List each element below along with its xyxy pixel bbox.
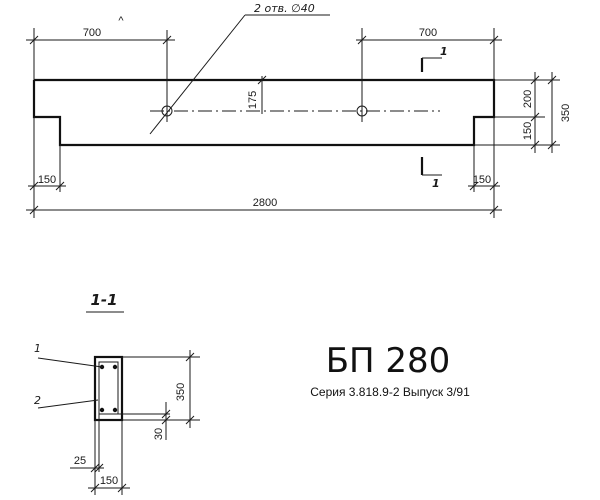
rebar-top-right [112, 364, 118, 370]
dim-tick [117, 483, 127, 493]
section-title: 1-1 [90, 291, 117, 309]
dim-left-offset: 700 [83, 27, 101, 39]
section-outline [93, 355, 124, 422]
title-block: БП 280 Серия 3.818.9-2 Выпуск 3/91 [310, 341, 470, 399]
reinforcement-cage [98, 361, 119, 415]
dim-tick [185, 352, 195, 362]
dim-tick [357, 35, 367, 45]
dim-tick [257, 75, 267, 85]
section-cut-marker-top: 1 [420, 45, 448, 72]
rebar-bottom-right [112, 407, 118, 413]
dim-tick [161, 409, 171, 419]
dim-tick [530, 75, 540, 85]
dim-tick [489, 35, 499, 45]
small-caret-mark: ^ [118, 15, 124, 27]
dim-total-height: 350 [560, 104, 572, 122]
section-mark-bottom: 1 [432, 177, 440, 190]
dim-tick [55, 181, 65, 191]
section-view: 1-1 1 2 350 30 25 [34, 291, 200, 495]
beam-outline [32, 78, 496, 147]
product-name: БП 280 [326, 341, 451, 381]
section-dim-cover: 30 [153, 428, 165, 440]
callout-2: 2 [34, 394, 41, 407]
dim-hole-height: 175 [247, 91, 259, 109]
callout-2-leader [37, 399, 99, 409]
section-dim-height: 350 [175, 383, 187, 401]
dim-right-offset: 700 [419, 27, 437, 39]
callout-1: 1 [34, 342, 41, 355]
dim-tick [547, 75, 557, 85]
section-dim-width: 150 [100, 475, 118, 487]
section-mark-top: 1 [440, 45, 448, 58]
callout-1-leader [37, 357, 103, 368]
rebar-bottom-left [99, 407, 105, 413]
section-cut-marker-bottom: 1 [420, 157, 442, 190]
dim-tick [161, 415, 171, 425]
dim-tick [530, 140, 540, 150]
dim-total-length: 2800 [253, 197, 277, 209]
dim-upper-height: 200 [522, 90, 534, 108]
section-dim-side: 25 [74, 455, 86, 467]
dim-tick [469, 181, 479, 191]
dim-end-left: 150 [38, 174, 56, 186]
dim-tick [489, 205, 499, 215]
dim-tick [94, 463, 104, 473]
beam-elevation: 700 ^ 700 2 отв. ∅40 175 1 1 [26, 2, 572, 218]
holes-leader-line [149, 14, 246, 135]
dim-tick [547, 140, 557, 150]
dim-tick [29, 205, 39, 215]
dim-tick [530, 112, 540, 122]
dim-tick [185, 415, 195, 425]
holes-note: 2 отв. ∅40 [254, 2, 315, 15]
dim-tick [29, 181, 39, 191]
series-note: Серия 3.818.9-2 Выпуск 3/91 [310, 385, 470, 399]
dim-tick [29, 35, 39, 45]
dim-tick [489, 181, 499, 191]
dim-tick [162, 35, 172, 45]
dim-tick [90, 483, 100, 493]
dim-step-height: 150 [522, 122, 534, 140]
dim-end-right: 150 [473, 174, 491, 186]
dim-tick [90, 463, 100, 473]
